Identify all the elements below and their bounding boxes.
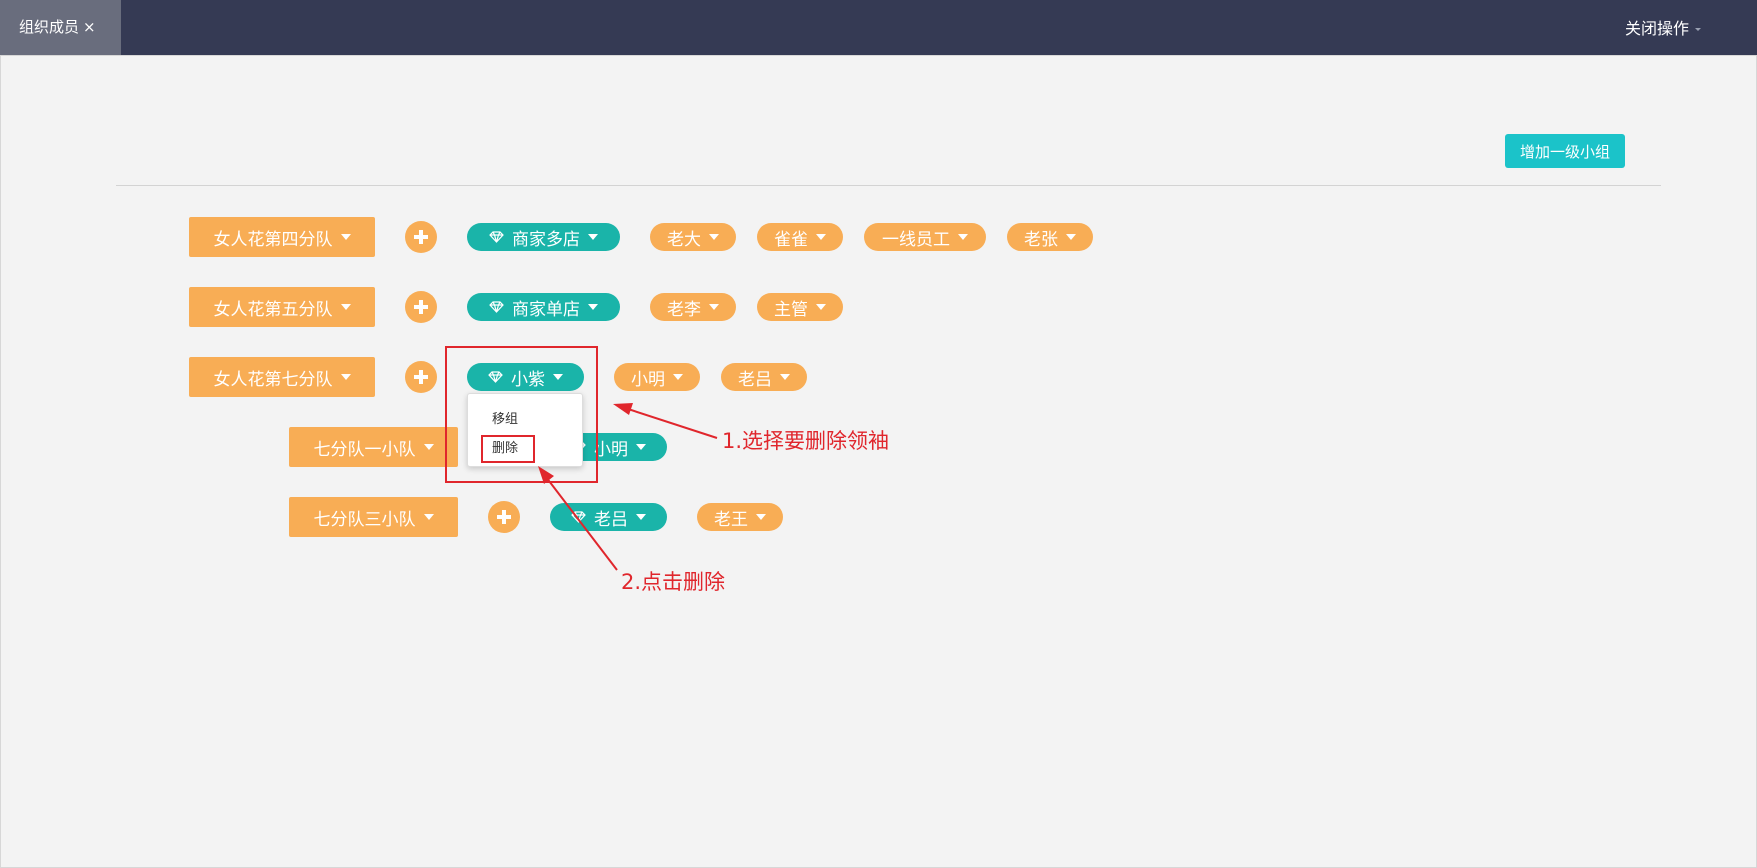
leader-pill[interactable]: 商家多店 bbox=[467, 223, 620, 251]
add-member-button[interactable] bbox=[488, 501, 520, 533]
plus-icon bbox=[414, 370, 428, 384]
diamond-icon bbox=[571, 511, 586, 523]
top-bar: 组织成员× 关闭操作 bbox=[0, 0, 1757, 55]
group-name: 七分队三小队 bbox=[313, 509, 416, 530]
add-top-level-group-button[interactable]: 增加一级小组 bbox=[1505, 134, 1625, 168]
subgroup-row: 七分队三小队 老吕 老王 bbox=[289, 497, 783, 537]
member-pill[interactable]: 老张 bbox=[1007, 223, 1093, 251]
member-name: 老王 bbox=[714, 509, 748, 530]
member-pill[interactable]: 主管 bbox=[757, 293, 843, 321]
caret-down-icon bbox=[816, 234, 826, 240]
leader-name: 商家单店 bbox=[512, 299, 580, 320]
caret-down-icon bbox=[636, 444, 646, 450]
group-dropdown-button[interactable]: 女人花第七分队 bbox=[189, 357, 375, 397]
caret-down-icon bbox=[636, 514, 646, 520]
member-name: 雀雀 bbox=[774, 229, 808, 250]
group-row: 女人花第四分队 商家多店 老大 雀雀 一线员工 老张 bbox=[189, 217, 1093, 257]
caret-down-icon bbox=[673, 374, 683, 380]
member-pill[interactable]: 一线员工 bbox=[864, 223, 986, 251]
caret-down-icon bbox=[423, 444, 434, 450]
group-name: 女人花第七分队 bbox=[213, 369, 333, 390]
caret-down-icon bbox=[340, 304, 351, 310]
member-pill[interactable]: 老大 bbox=[650, 223, 736, 251]
caret-down-icon bbox=[780, 374, 790, 380]
add-member-button[interactable] bbox=[405, 361, 437, 393]
menu-item-move-group[interactable]: 移组 bbox=[492, 412, 519, 427]
caret-down-icon bbox=[553, 374, 563, 380]
member-name: 小明 bbox=[631, 369, 665, 390]
group-name: 女人花第五分队 bbox=[213, 299, 333, 320]
tab-close-icon[interactable]: × bbox=[83, 18, 96, 36]
member-pill[interactable]: 老吕 bbox=[721, 363, 807, 391]
add-member-button[interactable] bbox=[405, 291, 437, 323]
member-name: 老吕 bbox=[738, 369, 772, 390]
caret-down-icon bbox=[340, 374, 351, 380]
group-name: 女人花第四分队 bbox=[213, 229, 333, 250]
leader-pill[interactable]: 商家单店 bbox=[467, 293, 620, 321]
caret-down-icon bbox=[709, 304, 719, 310]
member-pill[interactable]: 雀雀 bbox=[757, 223, 843, 251]
content-area bbox=[0, 55, 1757, 868]
annotation-step1: 1.选择要删除领袖 bbox=[722, 429, 890, 453]
leader-pill[interactable]: 小紫 bbox=[467, 363, 584, 391]
caret-down-icon bbox=[423, 514, 434, 520]
diamond-icon bbox=[489, 231, 504, 243]
group-dropdown-button[interactable]: 七分队一小队 bbox=[289, 427, 458, 467]
tab-organization-members[interactable]: 组织成员× bbox=[0, 0, 121, 55]
member-name: 老大 bbox=[667, 229, 701, 250]
caret-down-icon bbox=[1066, 234, 1076, 240]
member-pill[interactable]: 老王 bbox=[697, 503, 783, 531]
group-name: 七分队一小队 bbox=[313, 439, 416, 460]
caret-down-icon bbox=[340, 234, 351, 240]
group-dropdown-button[interactable]: 女人花第四分队 bbox=[189, 217, 375, 257]
diamond-icon bbox=[488, 371, 503, 383]
tab-label: 组织成员 bbox=[19, 18, 80, 36]
leader-name: 小紫 bbox=[511, 369, 545, 390]
leader-pill[interactable]: 老吕 bbox=[550, 503, 667, 531]
member-name: 主管 bbox=[774, 299, 808, 320]
leader-dropdown-menu: 移组 删除 bbox=[467, 393, 583, 467]
caret-down-icon bbox=[588, 234, 598, 240]
plus-icon bbox=[414, 300, 428, 314]
caret-down-icon bbox=[816, 304, 826, 310]
close-operations-label: 关闭操作 bbox=[1624, 19, 1689, 38]
member-name: 老李 bbox=[667, 299, 701, 320]
plus-icon bbox=[497, 510, 511, 524]
member-pill[interactable]: 小明 bbox=[614, 363, 700, 391]
close-operations-menu[interactable]: 关闭操作 bbox=[1625, 0, 1701, 55]
diamond-icon bbox=[489, 301, 504, 313]
group-row: 女人花第五分队 商家单店 老李 主管 bbox=[189, 287, 843, 327]
member-name: 一线员工 bbox=[882, 229, 950, 250]
annotation-step2: 2.点击删除 bbox=[621, 570, 726, 594]
chevron-down-icon bbox=[1695, 28, 1701, 31]
leader-name: 商家多店 bbox=[512, 229, 580, 250]
caret-down-icon bbox=[588, 304, 598, 310]
leader-name: 老吕 bbox=[594, 509, 628, 530]
group-dropdown-button[interactable]: 女人花第五分队 bbox=[189, 287, 375, 327]
leader-name: 小明 bbox=[594, 439, 628, 460]
caret-down-icon bbox=[756, 514, 766, 520]
group-dropdown-button[interactable]: 七分队三小队 bbox=[289, 497, 458, 537]
menu-item-delete[interactable]: 删除 bbox=[492, 441, 519, 456]
divider bbox=[116, 185, 1661, 186]
member-pill[interactable]: 老李 bbox=[650, 293, 736, 321]
caret-down-icon bbox=[709, 234, 719, 240]
member-name: 老张 bbox=[1024, 229, 1058, 250]
group-row: 女人花第七分队 小紫 小明 老吕 bbox=[189, 357, 807, 397]
caret-down-icon bbox=[958, 234, 968, 240]
plus-icon bbox=[414, 230, 428, 244]
add-member-button[interactable] bbox=[405, 221, 437, 253]
